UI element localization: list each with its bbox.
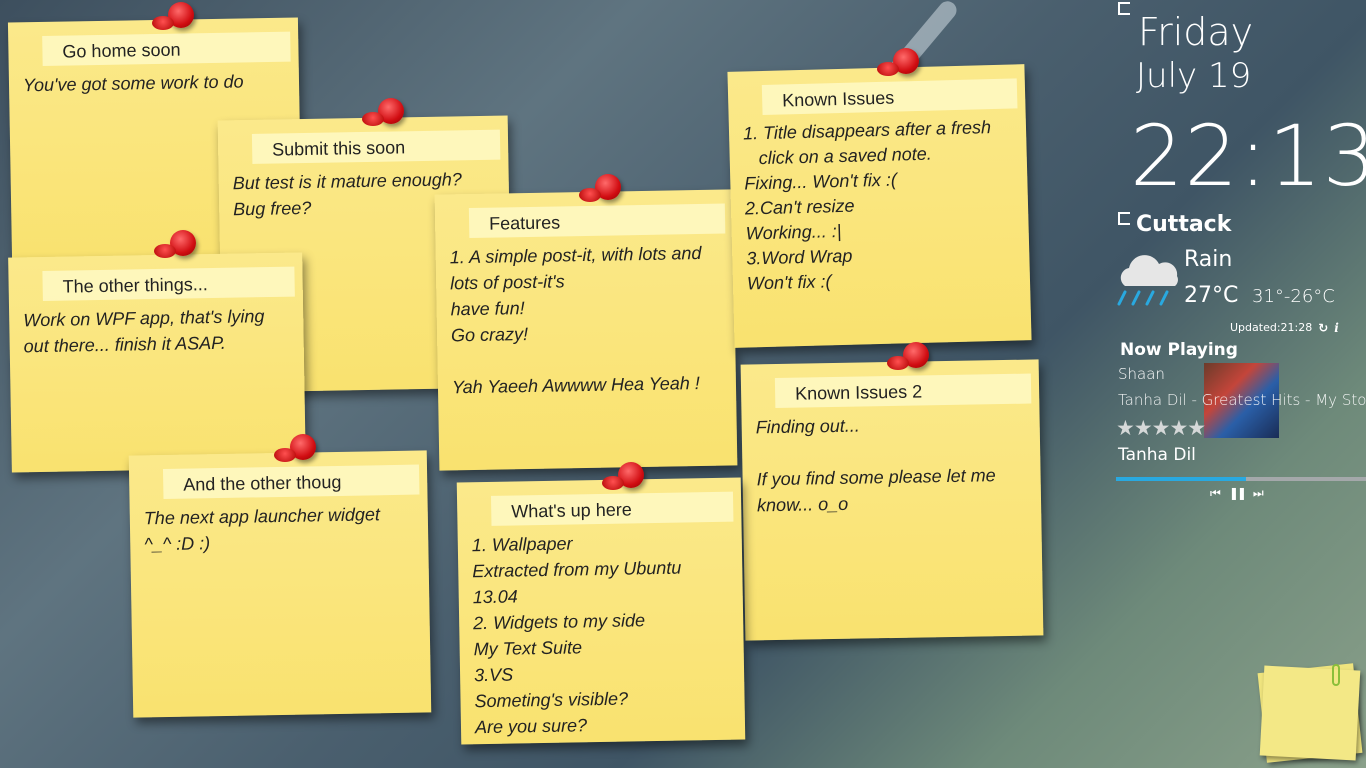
note-body[interactable]: 1. Title disappears after a fresh click … bbox=[742, 117, 992, 294]
clock-day: Friday bbox=[1138, 10, 1254, 54]
next-icon[interactable]: ⏭ bbox=[1252, 486, 1264, 500]
note-title[interactable]: Known Issues bbox=[761, 78, 1018, 116]
rain-cloud-icon bbox=[1117, 255, 1178, 306]
info-icon[interactable]: i bbox=[1334, 321, 1339, 335]
note-title[interactable]: What's up here bbox=[490, 491, 734, 526]
pause-icon[interactable]: ❚❚ bbox=[1228, 486, 1247, 500]
sticky-note[interactable]: Features 1. A simple post-it, with lots … bbox=[434, 189, 738, 471]
undock-weather-icon[interactable] bbox=[1118, 212, 1130, 225]
note-title[interactable]: Go home soon bbox=[42, 31, 291, 66]
pushpin-icon bbox=[877, 48, 919, 76]
weather-updated-row: Updated:21:28 ↻ i bbox=[1230, 321, 1339, 335]
clock-time: 22:13 bbox=[1130, 107, 1366, 205]
progress-fill bbox=[1116, 477, 1246, 481]
artist-name: Shaan bbox=[1118, 365, 1165, 383]
weather-temp: 27°C bbox=[1184, 283, 1239, 308]
pushpin-icon bbox=[362, 98, 404, 126]
pushpin-icon bbox=[602, 462, 644, 490]
paperclip-icon bbox=[1332, 664, 1340, 686]
note-body[interactable]: 1. Wallpaper Extracted from my Ubuntu 13… bbox=[471, 533, 687, 738]
note-title[interactable]: And the other thoug bbox=[162, 464, 420, 500]
note-title[interactable]: Known Issues 2 bbox=[774, 373, 1032, 409]
now-playing-heading: Now Playing bbox=[1120, 340, 1238, 360]
track-name: Tanha Dil bbox=[1118, 445, 1196, 465]
previous-icon[interactable]: ⏮ bbox=[1210, 486, 1221, 500]
weather-updated: Updated:21:28 bbox=[1230, 321, 1313, 334]
pushpin-icon bbox=[579, 174, 621, 202]
weather-condition: Rain bbox=[1184, 247, 1233, 272]
sticky-note[interactable]: What's up here 1. Wallpaper Extracted fr… bbox=[456, 477, 746, 745]
sticky-note[interactable]: Known Issues 2 Finding out... If you fin… bbox=[740, 359, 1044, 641]
album-name: Tanha Dil - Greatest Hits - My Story bbox=[1118, 391, 1366, 409]
pushpin-icon bbox=[154, 230, 196, 258]
playback-controls: ⏮ ❚❚ ⏭ bbox=[1210, 486, 1264, 500]
weather-range: 31°-26°C bbox=[1252, 286, 1335, 307]
note-stack-sheet bbox=[1259, 665, 1361, 761]
pushpin-icon bbox=[152, 2, 194, 30]
note-body[interactable]: 1. A simple post-it, with lots and lots … bbox=[449, 242, 702, 398]
note-body[interactable]: Finding out... If you find some please l… bbox=[755, 415, 996, 516]
clock-date: July 19 bbox=[1136, 56, 1252, 96]
undock-clock-icon[interactable] bbox=[1118, 2, 1130, 15]
pushpin-icon bbox=[887, 342, 929, 370]
progress-bar[interactable] bbox=[1116, 477, 1366, 481]
note-title[interactable]: The other things... bbox=[42, 266, 295, 301]
note-body[interactable]: The next app launcher widget ^_^ :D :) bbox=[143, 504, 381, 555]
weather-city: Cuttack bbox=[1136, 212, 1232, 237]
note-body[interactable]: You've got some work to do bbox=[22, 71, 244, 96]
note-title[interactable]: Submit this soon bbox=[251, 129, 501, 164]
new-note-button[interactable] bbox=[1257, 663, 1363, 763]
note-body[interactable]: Work on WPF app, that's lying out there.… bbox=[23, 306, 265, 357]
rating-stars[interactable]: ★★★★★ bbox=[1116, 416, 1206, 440]
refresh-icon[interactable]: ↻ bbox=[1318, 321, 1329, 335]
sticky-note[interactable]: The other things... Work on WPF app, tha… bbox=[8, 252, 306, 473]
note-title[interactable]: Features bbox=[468, 203, 726, 239]
sticky-note[interactable]: Known Issues 1. Title disappears after a… bbox=[727, 64, 1032, 348]
album-art bbox=[1204, 363, 1279, 438]
pushpin-icon bbox=[274, 434, 316, 462]
sticky-note[interactable]: And the other thoug The next app launche… bbox=[128, 450, 432, 718]
